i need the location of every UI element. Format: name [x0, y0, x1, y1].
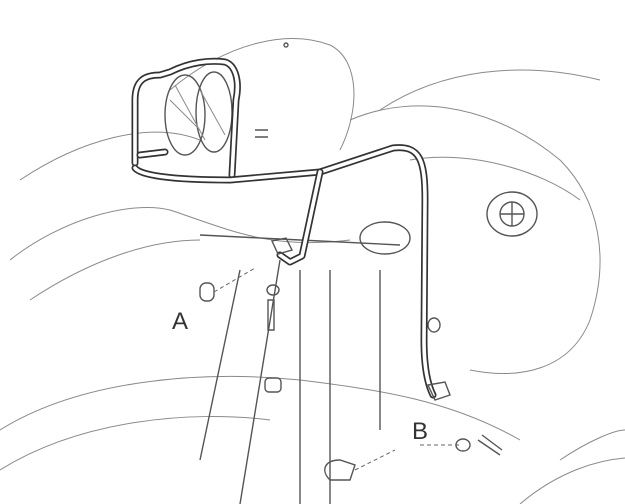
crash-bar — [131, 57, 451, 401]
label-a: A — [172, 308, 189, 335]
label-b: B — [412, 418, 429, 445]
motorcycle-outline — [0, 38, 625, 504]
